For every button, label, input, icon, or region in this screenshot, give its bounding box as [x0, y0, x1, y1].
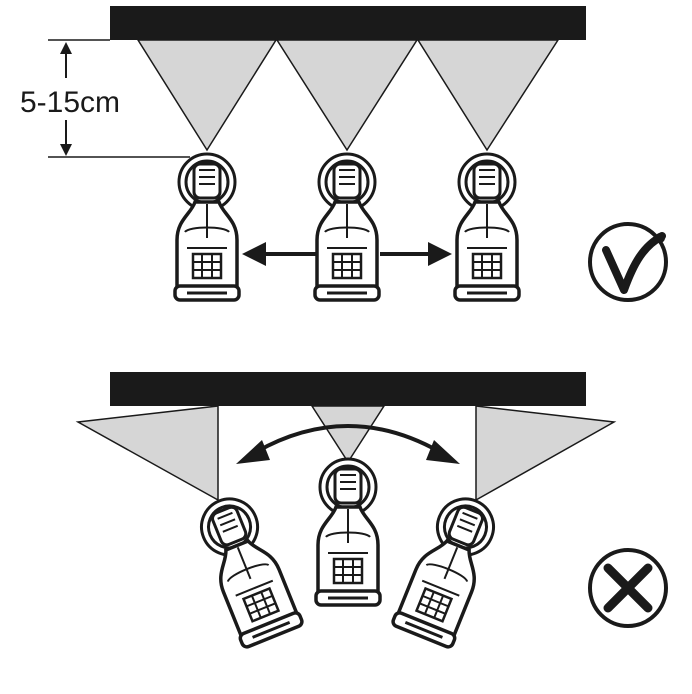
light-beam [136, 39, 278, 152]
cross-circle-icon [588, 548, 668, 628]
light-beam [75, 405, 219, 502]
distance-label: 5-15cm [20, 86, 120, 119]
light-beam [416, 39, 560, 152]
arrow-right-icon [380, 242, 452, 266]
spotlight-tilted-left [187, 487, 306, 651]
spotlight-center [314, 457, 382, 607]
light-beam [275, 39, 419, 152]
correct-installation-panel: 5-15cm [20, 6, 668, 302]
light-beam [310, 405, 386, 464]
spotlight-tilted-right [389, 487, 508, 651]
ceiling-bar [110, 372, 586, 406]
spotlight-right [453, 152, 521, 302]
curved-double-arrow-icon [236, 424, 460, 464]
distance-marker: 5-15cm [20, 39, 190, 158]
check-circle-icon [588, 222, 668, 302]
ceiling-bar [110, 6, 586, 40]
spotlight-left [173, 152, 241, 302]
light-beam [475, 405, 617, 502]
wrong-installation-panel [75, 372, 668, 651]
arrow-left-icon [242, 242, 316, 266]
spotlight-center [313, 152, 381, 302]
